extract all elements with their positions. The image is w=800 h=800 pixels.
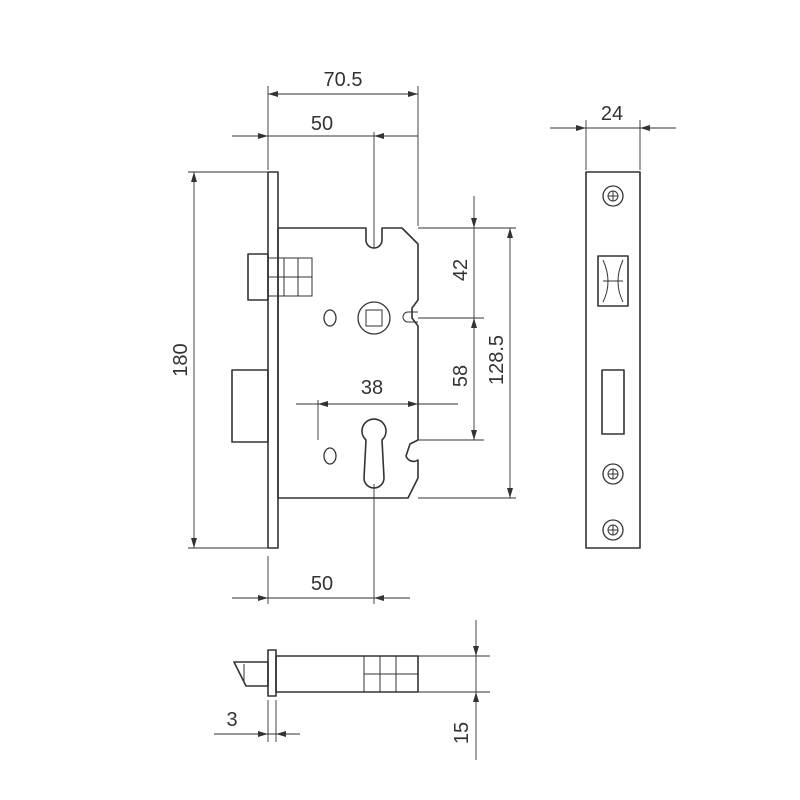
dim-180-label: 180 [170,343,192,376]
lock-case-front-view [231,132,419,604]
deadbolt [231,369,269,443]
euro-cylinder-cutout [361,418,387,489]
dim-15-label: 15 [451,722,473,744]
spindle-hub [357,301,391,335]
screw-hole-top [602,185,624,207]
latch-opening [597,255,629,307]
deadbolt-opening [601,369,625,435]
faceplate-side-view [550,120,676,549]
dimension-lines [188,86,516,604]
dim-42-label: 42 [450,259,472,281]
dim-38-label: 38 [361,377,383,399]
latch-bolt [247,253,313,301]
dim-128-5-label: 128.5 [486,335,508,385]
fixing-hole-lower [323,447,337,465]
dim-70-5-label: 70.5 [324,69,363,91]
dim-50-top-label: 50 [311,113,333,135]
screw-hole-middle [602,463,624,485]
faceplate-front [585,171,641,549]
dim-58-label: 58 [450,365,472,387]
dim-24-label: 24 [601,103,623,125]
screw-hole-bottom [602,519,624,541]
dim-3-label: 3 [226,709,237,731]
faceplate [267,171,279,549]
latch-top-view [214,620,490,760]
lock-body [277,227,419,499]
fixing-hole-upper [323,309,337,327]
dim-50-bottom-label: 50 [311,573,333,595]
